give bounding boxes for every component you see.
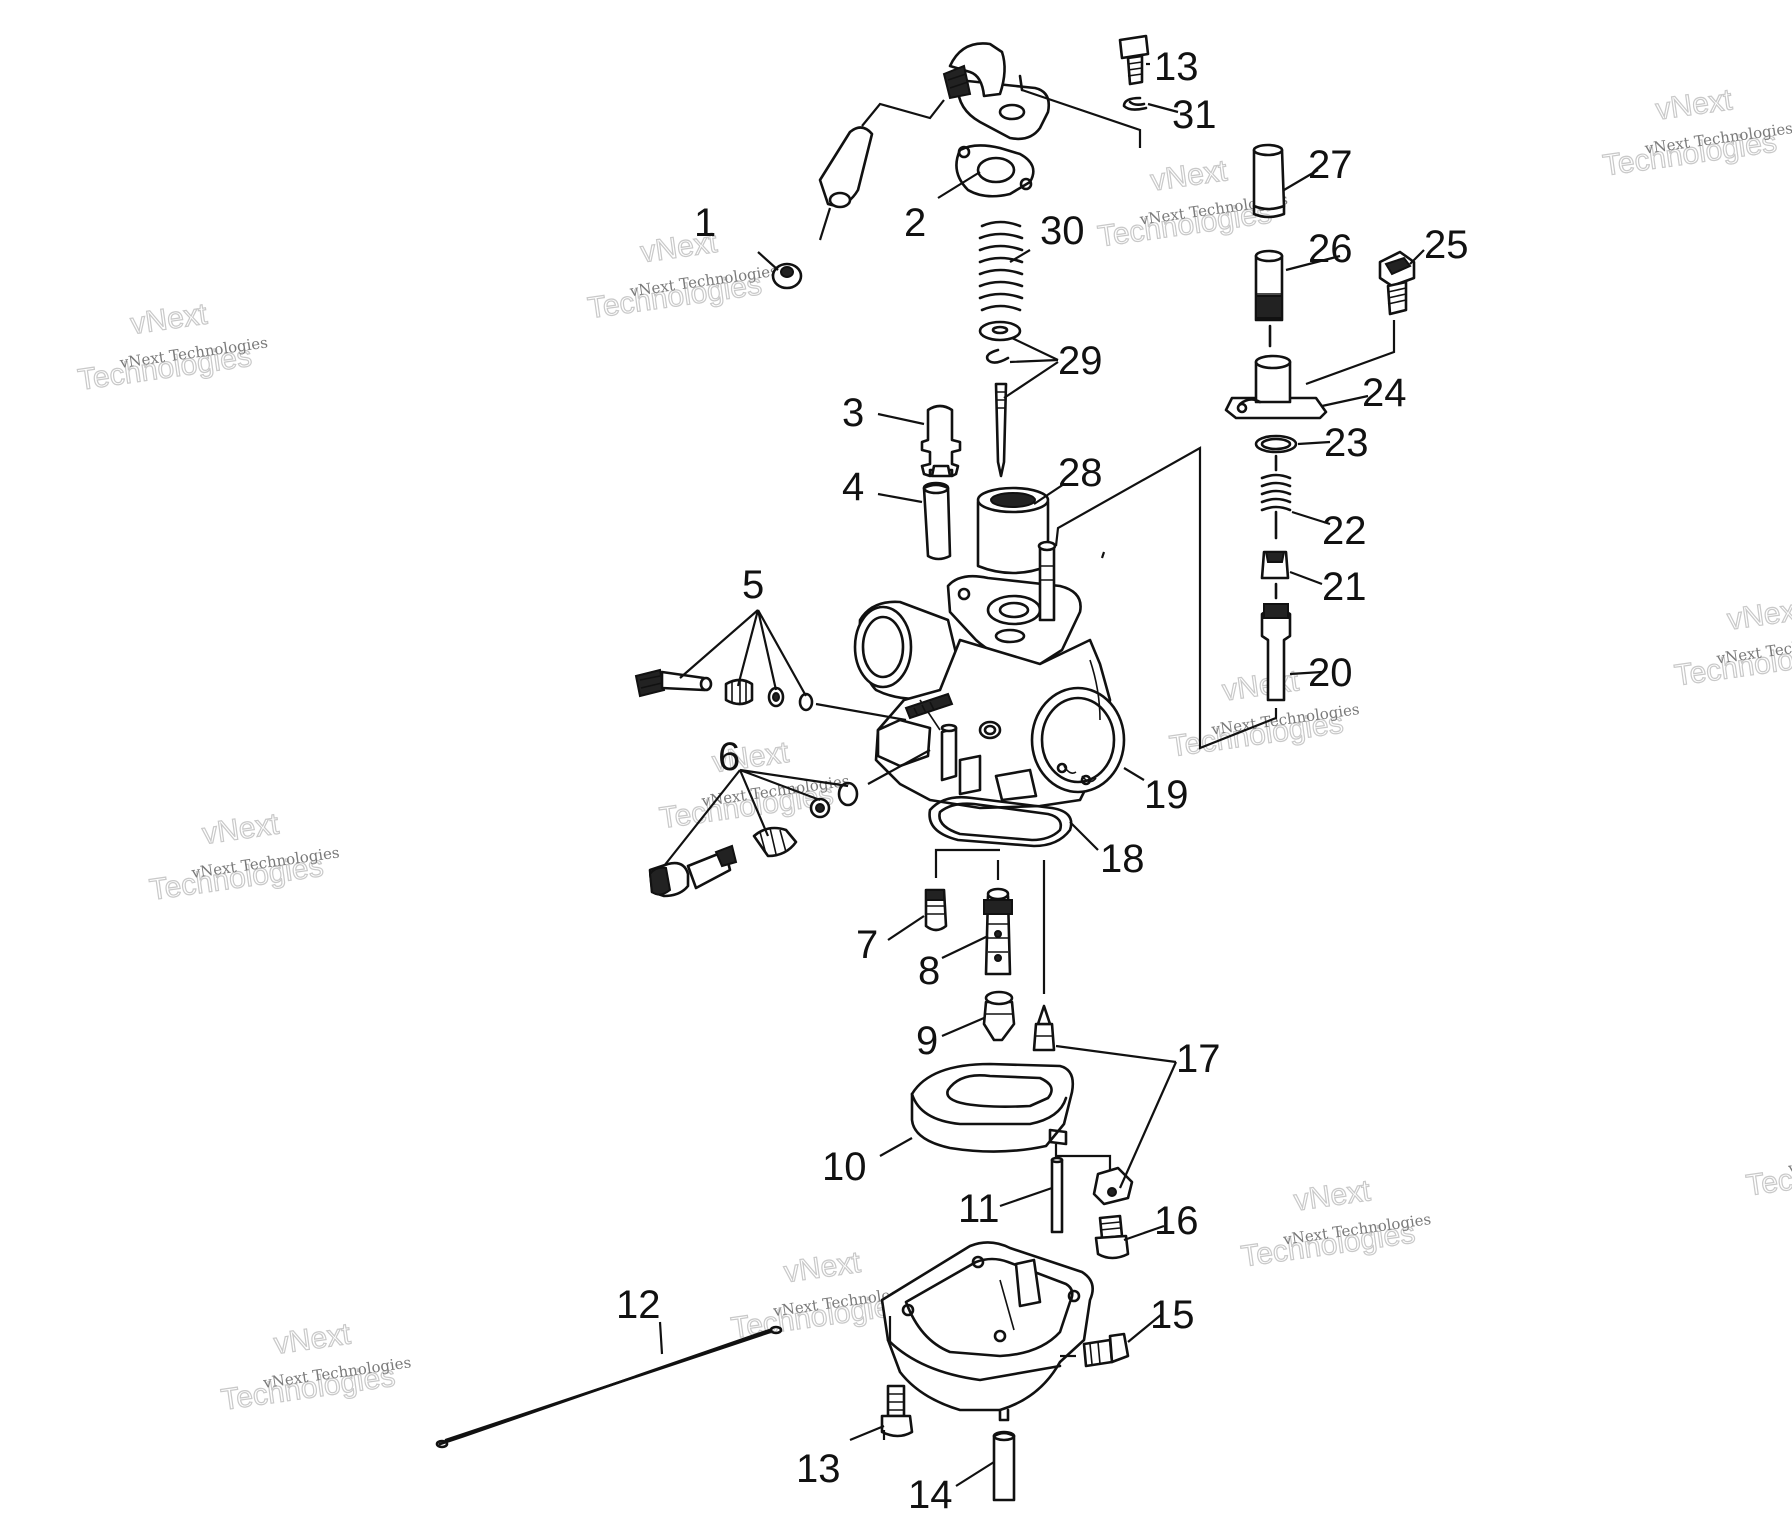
watermark: vNext Technologies vNext Technologies <box>219 1317 413 1418</box>
bolt-25 <box>1305 250 1416 386</box>
watermark: vNext Technologies vNext Technologies <box>1744 1139 1792 1203</box>
watermark-text: vNext <box>129 298 210 341</box>
part-label-27: 27 <box>1308 143 1353 187</box>
part-label-3: 3 <box>842 391 864 435</box>
adjuster-26 <box>1254 249 1284 348</box>
watermark: vNext Technologies vNext Technologies <box>1239 1174 1433 1275</box>
part-label-18: 18 <box>1100 837 1145 881</box>
emulsion-tube-8 <box>983 860 1013 976</box>
part-label-2: 2 <box>904 201 926 245</box>
part-label-9: 9 <box>916 1019 938 1063</box>
mixing-cap-24 <box>1224 354 1328 420</box>
part-label-13-top: 13 <box>1154 45 1199 89</box>
retainer-21 <box>1260 550 1290 600</box>
part-label-23: 23 <box>1324 421 1369 465</box>
needle-clip-29 <box>978 320 1022 478</box>
watermark-text: vNext <box>1220 664 1301 707</box>
top-cover-with-elbow <box>942 42 1142 148</box>
watermark-text: vNext <box>1725 593 1792 636</box>
watermark: vNext Technologies vNext Technologies <box>75 297 269 398</box>
part-label-11: 11 <box>958 1187 1000 1231</box>
watermark: vNext Technologies vNext Technologies <box>585 225 779 326</box>
part-label-1: 1 <box>694 201 716 245</box>
part-label-13-bottom: 13 <box>796 1447 841 1491</box>
screw-13-bottom <box>880 1384 914 1438</box>
part-label-7: 7 <box>856 923 878 967</box>
part-label-5: 5 <box>742 563 764 607</box>
screw-13-top <box>1118 34 1150 86</box>
pilot-screw-set-5 <box>634 668 907 722</box>
leader-lines <box>658 62 1425 1487</box>
jet-7 <box>924 848 1000 932</box>
choke-wire-12 <box>435 1325 783 1449</box>
part-label-26: 26 <box>1308 227 1353 271</box>
part-label-21: 21 <box>1322 565 1367 609</box>
throttle-slide-28 <box>976 486 1050 575</box>
drain-screw-15 <box>1082 1332 1130 1368</box>
part-label-6: 6 <box>718 735 740 779</box>
screw-16 <box>1094 1214 1130 1260</box>
part-label-16: 16 <box>1154 1199 1199 1243</box>
part-label-14: 14 <box>908 1473 953 1517</box>
gasket-top <box>955 144 1035 198</box>
fitting-3 <box>920 404 962 478</box>
part-label-29: 29 <box>1058 339 1103 383</box>
float-pin-11 <box>1050 1156 1064 1234</box>
plunger-20 <box>1054 446 1292 750</box>
watermark-text: vNext <box>200 808 281 851</box>
watermark-text: vNext <box>1292 1174 1373 1217</box>
idle-screw-set-6 <box>648 749 931 898</box>
spring-22 <box>1260 454 1292 540</box>
watermark: vNext Technologies vNext Technologies <box>1600 83 1792 184</box>
oring-23 <box>1254 434 1298 454</box>
part-label-25: 25 <box>1424 223 1469 267</box>
watermark: vNext Technologies vNext Technologies <box>147 807 341 908</box>
needle-valve-17 <box>1032 860 1056 1052</box>
bowl-gasket-18 <box>928 795 1073 848</box>
drain-tube-14 <box>992 1430 1016 1502</box>
float-clip-17 <box>1092 1166 1134 1206</box>
watermark-text: vNext <box>272 1318 353 1361</box>
float-bowl <box>880 1241 1094 1422</box>
carburetor-body <box>853 540 1126 810</box>
fuel-filter <box>771 99 945 290</box>
part-number-labels: 1 2 3 4 5 6 7 8 9 10 11 12 13 13 14 15 1… <box>616 45 1469 1517</box>
main-jet-9 <box>982 990 1016 1042</box>
part-label-24: 24 <box>1362 371 1407 415</box>
part-label-8: 8 <box>918 949 940 993</box>
part-label-22: 22 <box>1322 509 1367 553</box>
watermark-text: Technologies <box>1744 1145 1792 1202</box>
watermark-text: vNext <box>1654 83 1735 126</box>
watermark: vNext Technologies vNext Technologies <box>1672 593 1792 694</box>
watermark-text: vNext <box>782 1246 863 1289</box>
washer-31 <box>1122 96 1148 111</box>
part-label-28: 28 <box>1058 451 1103 495</box>
cable-boot-27 <box>1252 143 1286 219</box>
float-10 <box>910 1062 1112 1176</box>
tube-4 <box>922 481 952 561</box>
part-label-20: 20 <box>1308 651 1353 695</box>
watermark-text: vNext <box>1149 154 1230 197</box>
part-label-17: 17 <box>1176 1037 1221 1081</box>
part-label-10: 10 <box>822 1145 867 1189</box>
part-label-4: 4 <box>842 465 864 509</box>
part-label-19: 19 <box>1144 773 1189 817</box>
part-label-12: 12 <box>616 1283 661 1327</box>
part-label-30: 30 <box>1040 209 1085 253</box>
part-label-31: 31 <box>1172 93 1217 137</box>
spring-30 <box>978 220 1024 312</box>
part-label-15: 15 <box>1150 1293 1195 1337</box>
